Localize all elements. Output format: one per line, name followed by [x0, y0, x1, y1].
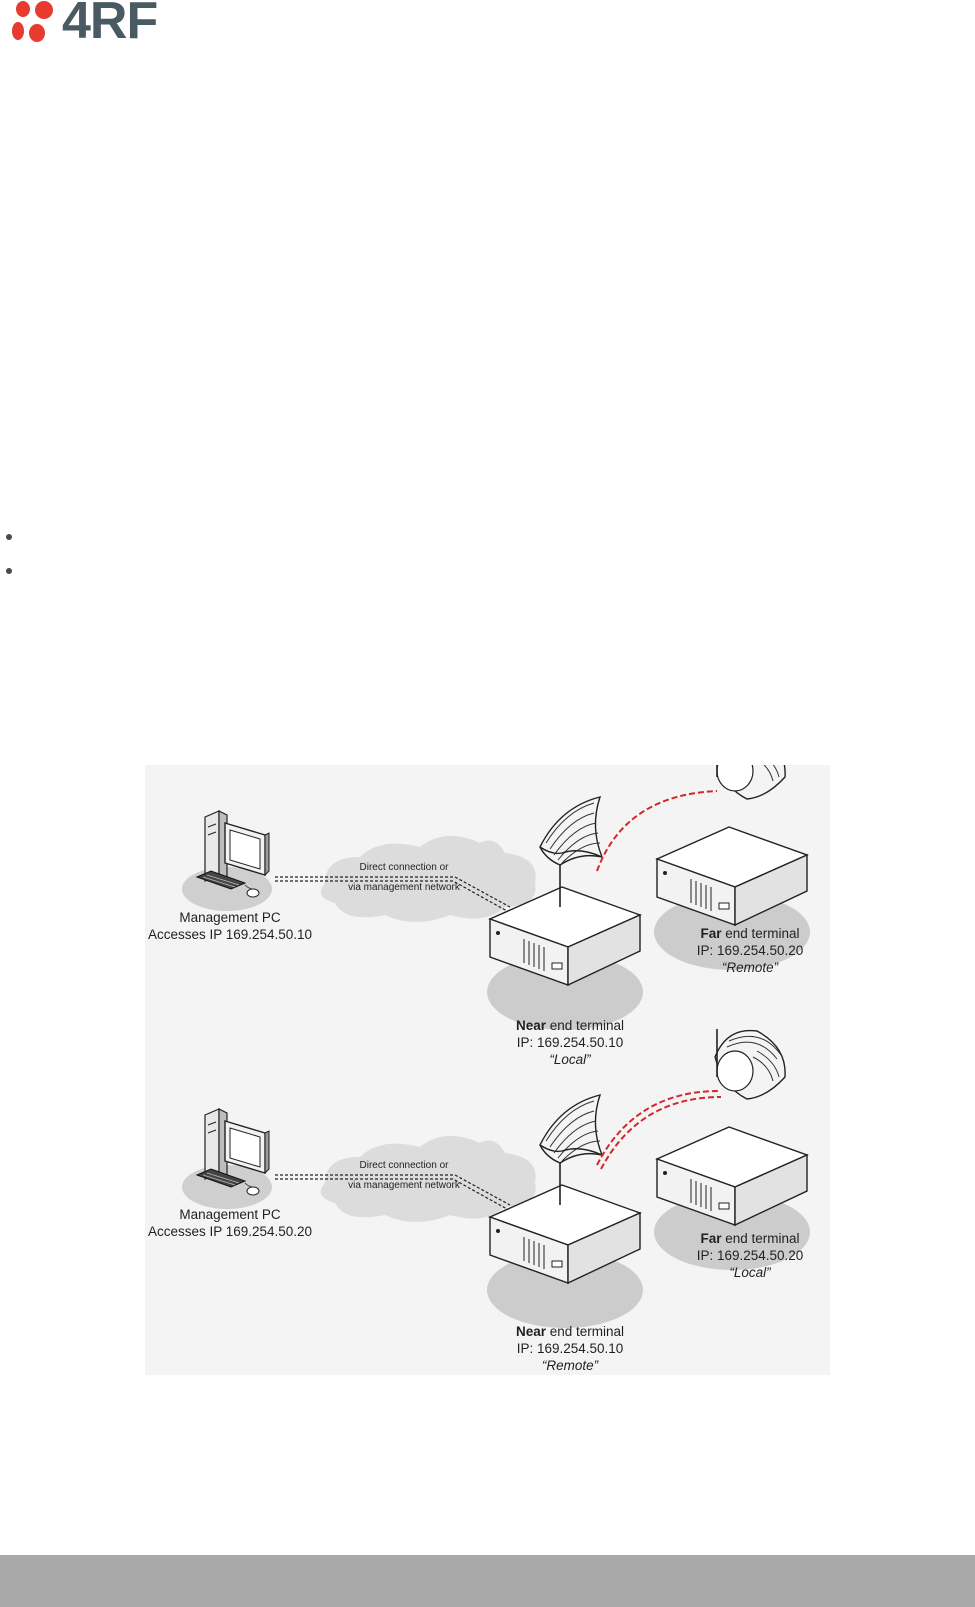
far-label-rest: end terminal	[721, 1231, 800, 1246]
near-label-bold: Near	[515, 1324, 546, 1339]
radio-link	[596, 790, 718, 872]
near-terminal-label-bottom: Near end terminal IP: 169.254.50.10 “Rem…	[495, 1323, 645, 1374]
near-role-label: “Local”	[549, 1052, 591, 1067]
pc-label-line1: Management PC	[179, 910, 281, 925]
page-footer-bar	[0, 1555, 975, 1607]
far-label-rest: end terminal	[721, 926, 800, 941]
near-role-label: “Remote”	[541, 1358, 599, 1373]
far-ip-label: IP: 169.254.50.20	[696, 1248, 804, 1263]
near-ip-label: IP: 169.254.50.10	[516, 1035, 624, 1050]
far-terminal-label-bottom: Far end terminal IP: 169.254.50.20 “Loca…	[680, 1230, 820, 1281]
far-label-bold: Far	[700, 926, 722, 941]
management-link	[275, 1174, 511, 1206]
link-label-bottom: Direct connection or via management netw…	[345, 1156, 463, 1196]
far-ip-label: IP: 169.254.50.20	[696, 943, 804, 958]
pc-label-line2: Accesses IP 169.254.50.10	[147, 927, 313, 942]
company-logo: 4RF	[10, 0, 185, 48]
far-label-bold: Far	[700, 1231, 722, 1246]
near-label-bold: Near	[515, 1018, 546, 1033]
link-label-line2: via management network	[348, 882, 460, 893]
pc-label-line2: Accesses IP 169.254.50.20	[147, 1224, 313, 1239]
management-pc-icon	[181, 1108, 273, 1210]
near-ip-label: IP: 169.254.50.10	[516, 1341, 624, 1356]
near-terminal-label-top: Near end terminal IP: 169.254.50.10 “Loc…	[495, 1017, 645, 1068]
link-label-line1: Direct connection or	[359, 1160, 449, 1171]
far-role-label: “Remote”	[721, 960, 779, 975]
near-label-rest: end terminal	[545, 1018, 625, 1033]
near-label-rest: end terminal	[545, 1324, 625, 1339]
network-diagram-figure: Direct connection or via management netw…	[145, 765, 830, 1375]
logo-wordmark: 4RF	[62, 0, 158, 50]
network-cloud-icon	[320, 835, 536, 922]
pc-label-line1: Management PC	[179, 1207, 281, 1222]
link-label-top: Direct connection or via management netw…	[345, 858, 463, 898]
bottom-panel	[181, 1028, 811, 1329]
management-pc-icon	[181, 810, 273, 912]
pc-label-bottom: Management PC Accesses IP 169.254.50.20	[145, 1206, 315, 1240]
logo-dots-icon	[12, 1, 53, 42]
network-diagram	[181, 765, 811, 1329]
link-label-line2: via management network	[348, 1180, 460, 1191]
top-panel	[181, 765, 811, 1031]
far-role-label: “Local”	[729, 1265, 771, 1280]
bullet-icon	[6, 568, 12, 574]
network-cloud-icon	[320, 1135, 536, 1222]
radio-link	[596, 1090, 720, 1166]
link-label-line1: Direct connection or	[359, 862, 449, 873]
management-link	[275, 876, 511, 908]
bullet-icon	[6, 534, 12, 540]
near-terminal-icon	[486, 1094, 644, 1329]
pc-label-top: Management PC Accesses IP 169.254.50.10	[145, 909, 315, 943]
far-terminal-label-top: Far end terminal IP: 169.254.50.20 “Remo…	[680, 925, 820, 976]
